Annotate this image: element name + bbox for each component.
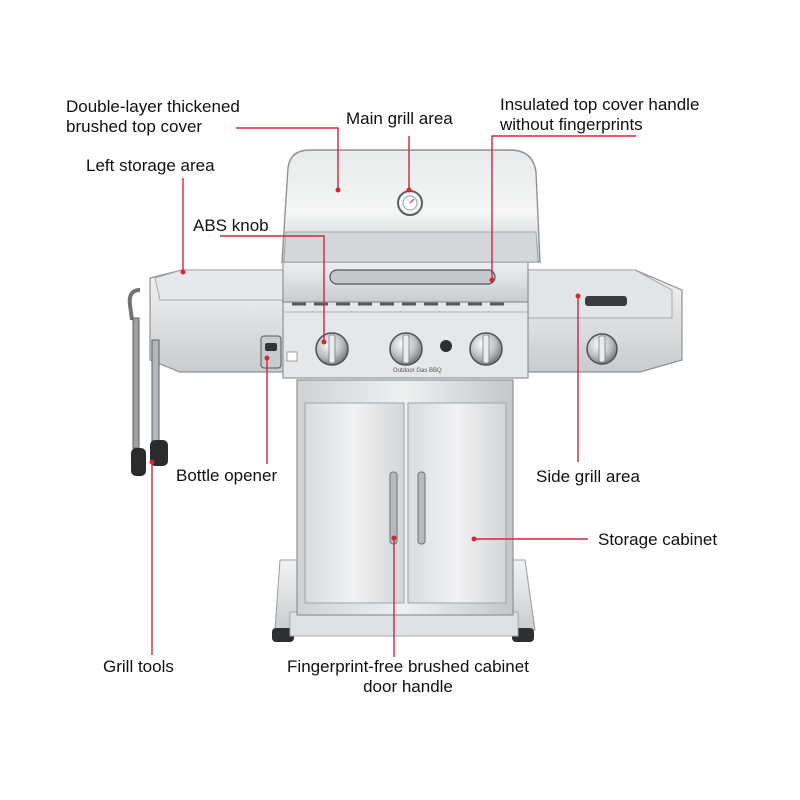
left-shelf-top	[154, 269, 286, 301]
grill-illustration: Outdoor Gas BBQ	[127, 149, 683, 642]
label-handle: Insulated top cover handle without finge…	[500, 95, 699, 135]
label-main-grill: Main grill area	[346, 109, 453, 128]
label-grill-tools: Grill tools	[103, 657, 174, 676]
door-handle-right	[417, 471, 426, 545]
bottle-opener	[260, 335, 282, 369]
dot-bottle-opener	[264, 355, 270, 361]
dot-handle	[489, 277, 495, 283]
leader-lines	[149, 127, 636, 657]
panel-brand-text: Outdoor Gas BBQ	[393, 368, 442, 374]
grill-tool-grip-1	[131, 448, 146, 476]
grill-tool-2	[151, 339, 160, 451]
side-burner-knob	[586, 333, 618, 365]
label-storage-cabinet: Storage cabinet	[598, 530, 718, 549]
label-top-cover: Double-layer thickened brushed top cover	[66, 97, 240, 137]
label-door-handle: Fingerprint-free brushed cabinet door ha…	[266, 657, 550, 697]
top-cover-handle	[329, 269, 496, 285]
knob-3	[469, 332, 503, 366]
dot-storage-cabinet	[471, 536, 477, 542]
label-top-cover-line2: brushed top cover	[66, 117, 203, 136]
leader-top-cover	[236, 127, 339, 190]
dot-side-grill	[575, 293, 581, 299]
label-handle-line2: without fingerprints	[500, 115, 643, 134]
label-side-grill: Side grill area	[536, 467, 640, 486]
label-door-handle-line2: door handle	[363, 677, 453, 696]
label-bottle-opener: Bottle opener	[176, 466, 278, 485]
dot-abs-knob	[321, 339, 327, 345]
grill-tool-1	[132, 317, 140, 449]
label-top-cover-line1: Double-layer thickened	[66, 97, 240, 116]
ce-mark	[286, 351, 298, 362]
leader-handle	[491, 135, 636, 280]
cabinet-door-left	[304, 402, 405, 604]
leader-abs-knob	[220, 235, 325, 342]
label-left-storage: Left storage area	[86, 156, 215, 175]
thermometer-icon	[397, 190, 423, 216]
label-door-handle-line1: Fingerprint-free brushed cabinet	[287, 657, 529, 676]
label-handle-line1: Insulated top cover handle	[500, 95, 700, 114]
base-bar	[289, 611, 519, 637]
tool-rail	[127, 288, 141, 321]
lid-front-face	[283, 231, 539, 263]
label-abs-knob: ABS knob	[193, 216, 269, 235]
dot-left-storage	[180, 269, 186, 275]
dot-main-grill	[406, 187, 412, 193]
abs-knob	[315, 332, 349, 366]
door-handle-left	[389, 471, 398, 545]
dot-top-cover	[335, 187, 341, 193]
knob-2	[389, 332, 423, 366]
igniter-button	[440, 340, 452, 352]
dot-grill-tools	[149, 459, 155, 465]
side-burner-cover	[585, 296, 627, 306]
base-foot-left	[272, 628, 294, 642]
dot-door-handle	[391, 535, 397, 541]
grill-tool-grip-2	[150, 440, 168, 466]
